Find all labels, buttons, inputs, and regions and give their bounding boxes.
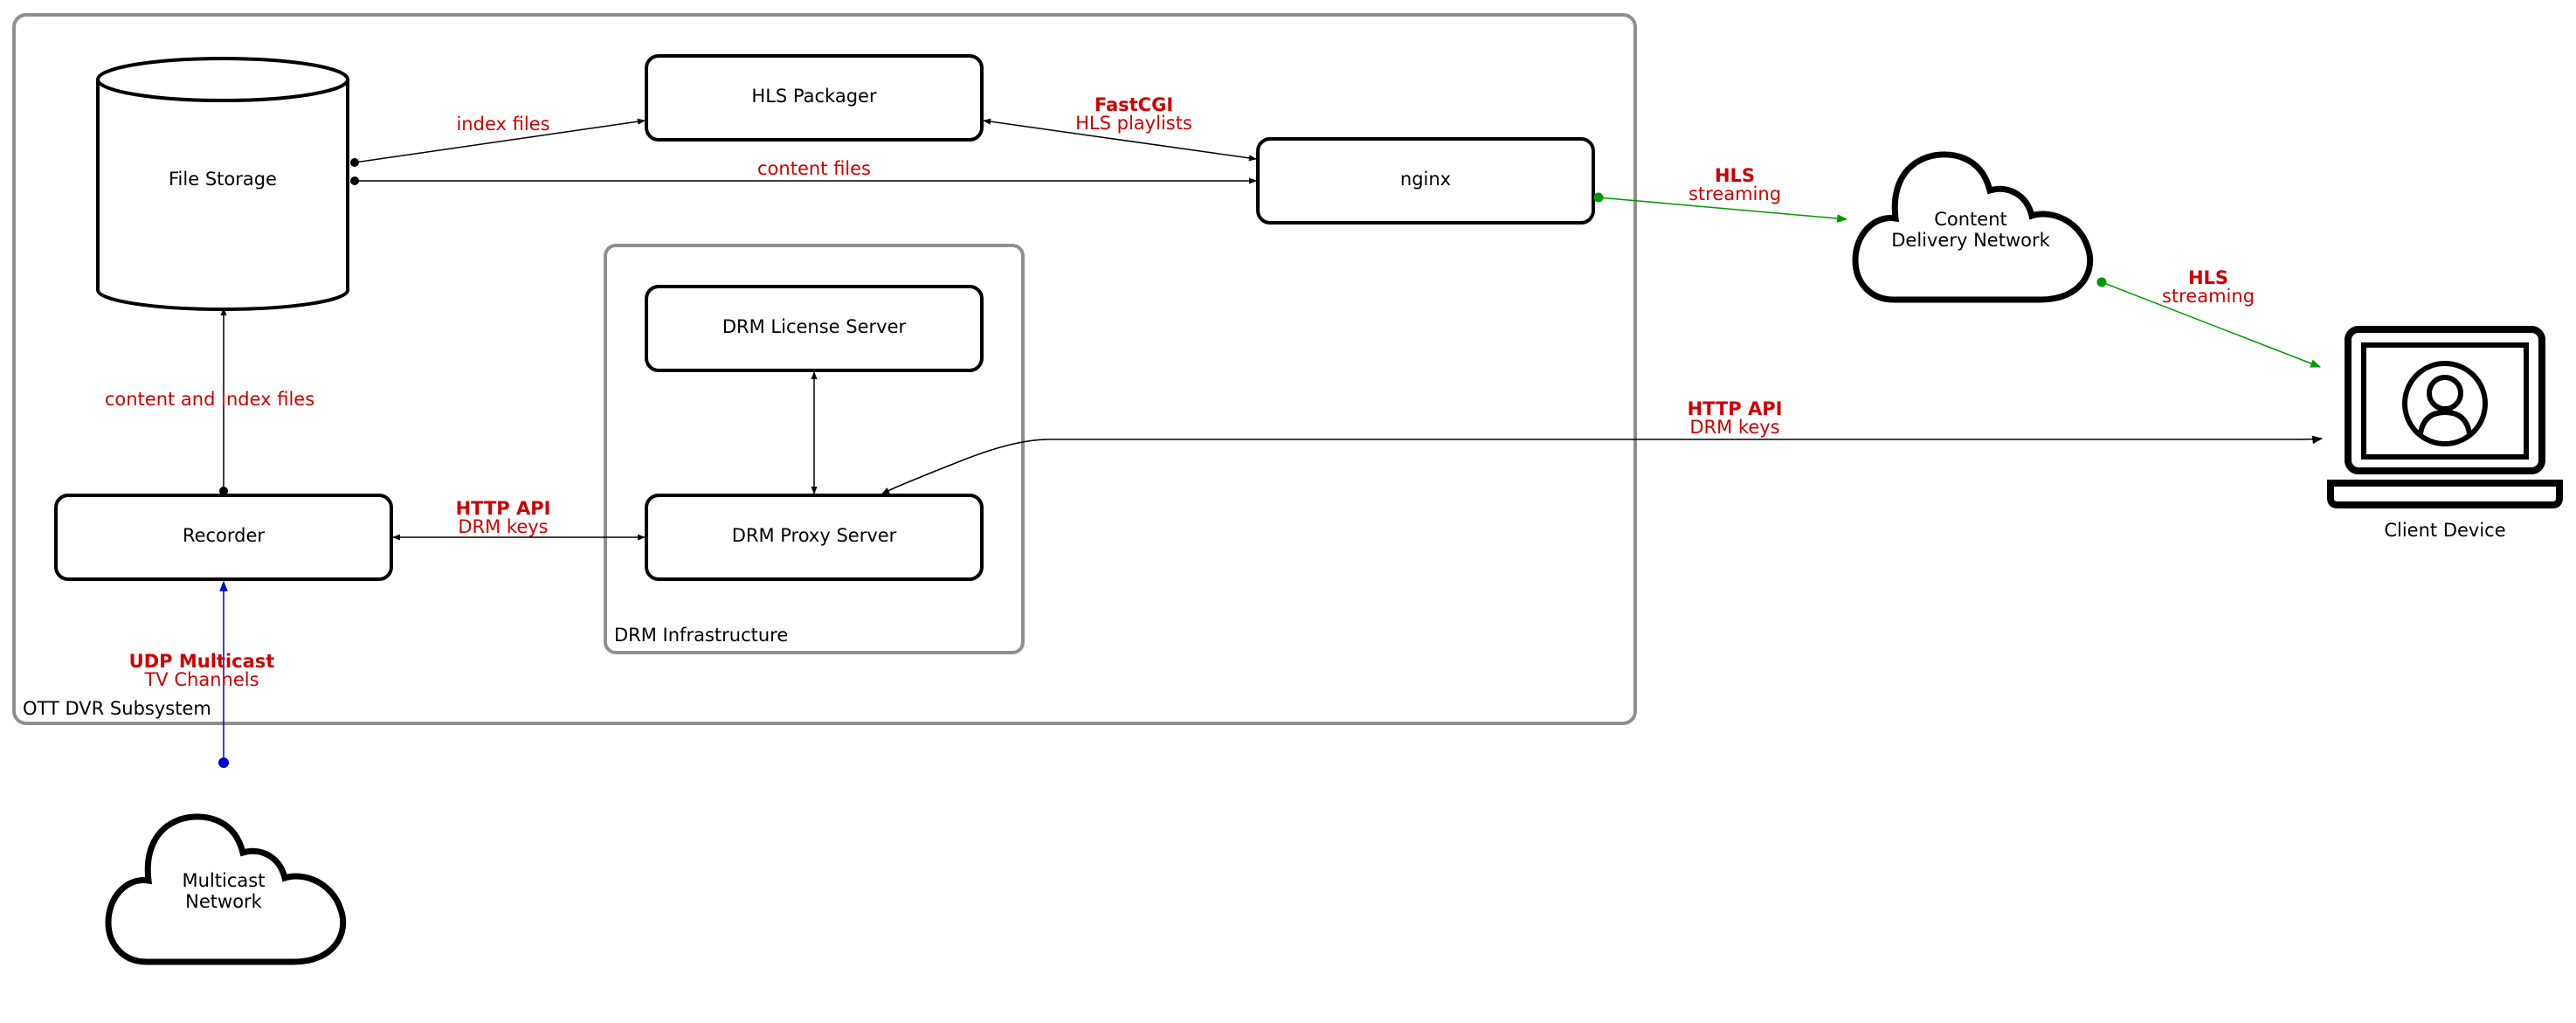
- edge-recorder-proxy-title: HTTP API: [456, 498, 551, 519]
- edge-fastcgi-title: FastCGI: [1095, 94, 1173, 115]
- drm-infrastructure-label: DRM Infrastructure: [614, 625, 788, 646]
- client-device-label: Client Device: [2384, 520, 2505, 541]
- nginx-node: [1256, 137, 1595, 225]
- recorder-label: Recorder: [183, 525, 265, 546]
- multicast-network-label-line1: Multicast: [183, 870, 266, 891]
- database-cylinder-icon: [96, 79, 349, 311]
- edge-cdn-client-sub: streaming: [2162, 286, 2255, 307]
- edge-udp-sub: TV Channels: [143, 669, 259, 690]
- edge-packager-nginx: [983, 118, 1257, 162]
- edge-content-files-label: content files: [757, 158, 871, 179]
- multicast-network-label-line2: Network: [185, 891, 263, 912]
- edge-client-proxy: [881, 435, 2324, 494]
- edge-cdn-client-title: HLS: [2188, 267, 2228, 288]
- drm-proxy-server-label: DRM Proxy Server: [732, 525, 897, 546]
- cdn-node: Content Delivery Network: [1852, 151, 2094, 303]
- edge-nginx-cdn-sub: streaming: [1689, 183, 1781, 204]
- edge-cdn-client: [2101, 281, 2322, 368]
- edge-nginx-cdn-title: HLS: [1715, 165, 1755, 186]
- drm-license-server-label: DRM License Server: [722, 316, 907, 337]
- database-cylinder-top: [96, 57, 349, 102]
- edge-recorder-storage-dot: [219, 487, 228, 495]
- client-device-node: Client Device: [2327, 326, 2563, 541]
- laptop-user-icon: [2327, 326, 2563, 508]
- ott-dvr-subsystem-group: [12, 13, 1637, 725]
- edge-multicast-recorder-dot: [218, 757, 229, 768]
- edge-storage-nginx-dot: [350, 176, 359, 185]
- cdn-label-line2: Delivery Network: [1891, 230, 2050, 251]
- drm-proxy-server-node: [645, 494, 984, 581]
- file-storage-label: File Storage: [169, 169, 277, 190]
- cloud-icon: [105, 813, 347, 965]
- edge-udp-title: UDP Multicast: [129, 651, 275, 672]
- file-storage-node: File Storage: [96, 57, 349, 311]
- ott-dvr-subsystem-label: OTT DVR Subsystem: [23, 698, 211, 719]
- edge-index-files-label: index files: [456, 114, 549, 135]
- edge-recorder-proxy-sub: DRM keys: [458, 516, 548, 537]
- edge-content-index-files-label: content and index files: [105, 389, 314, 410]
- edge-nginx-cdn-dot: [1593, 192, 1604, 203]
- edge-storage-packager: [354, 118, 646, 163]
- cdn-label-line1: Content: [1934, 209, 2007, 230]
- edge-nginx-cdn: [1598, 197, 1848, 223]
- cloud-icon: [1852, 151, 2094, 303]
- edge-fastcgi-sub: HLS playlists: [1075, 113, 1192, 134]
- multicast-network-node: Multicast Network: [105, 813, 347, 965]
- edge-client-proxy-sub: DRM keys: [1689, 417, 1779, 438]
- nginx-label: nginx: [1400, 169, 1451, 190]
- drm-license-server-node: [645, 285, 984, 372]
- edge-client-proxy-title: HTTP API: [1688, 398, 1783, 419]
- edge-cdn-client-dot: [2096, 277, 2107, 287]
- hls-packager-node: [645, 54, 984, 142]
- edge-storage-packager-dot: [350, 158, 359, 167]
- hls-packager-label: HLS Packager: [751, 86, 877, 107]
